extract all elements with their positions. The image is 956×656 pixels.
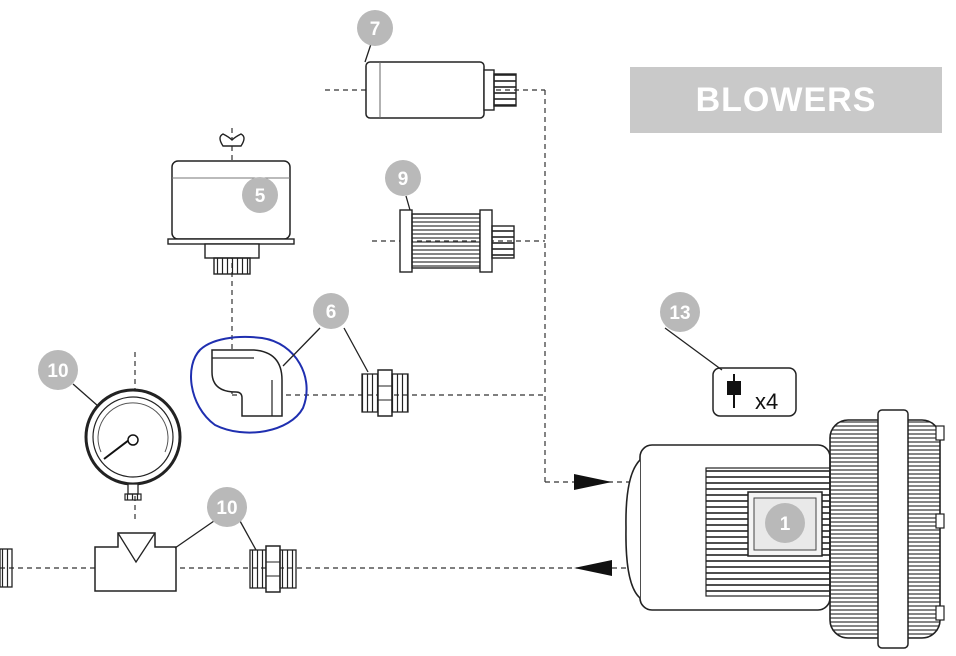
blower-part-1 [625, 409, 945, 649]
silencer-part-7 [365, 61, 517, 119]
callout-1-label: 1 [780, 514, 791, 535]
callout-13: 13 [660, 292, 700, 332]
callout-7-label: 7 [370, 19, 381, 40]
dashed-routing-lines [0, 89, 636, 569]
kit-quantity: x4 [755, 389, 778, 414]
callout-6-label: 6 [326, 302, 337, 323]
callout-9-label: 9 [398, 169, 409, 190]
section-title: BLOWERS [695, 81, 877, 119]
callout-10-gauge: 10 [38, 350, 78, 390]
outlet-arrow [574, 560, 612, 576]
callout-13-label: 13 [669, 303, 690, 324]
hex-nipple-part-6 [361, 369, 409, 417]
callout-5-label: 5 [255, 186, 266, 207]
tee-fitting [94, 532, 177, 592]
callout-6: 6 [313, 293, 349, 329]
callout-10-nipple: 10 [207, 487, 247, 527]
callout-9: 9 [385, 160, 421, 196]
elbow-fitting-part-6 [211, 349, 283, 417]
hex-nipple-part-10 [249, 545, 297, 593]
callout-1: 1 [765, 503, 805, 543]
callout-leader-lines [72, 43, 723, 551]
mounting-hardware-kit-part-13: x4 [712, 367, 797, 417]
callout-7: 7 [357, 10, 393, 46]
inlet-arrow [574, 474, 612, 490]
partial-fitting [0, 548, 13, 588]
inline-filter-part-9 [399, 209, 515, 273]
pressure-gauge-part-10 [84, 388, 182, 501]
callout-5: 5 [242, 177, 278, 213]
callout-10-gauge-label: 10 [47, 361, 68, 382]
callout-10-nipple-label: 10 [216, 498, 237, 519]
highlight-circle [190, 335, 308, 434]
section-banner: BLOWERS [630, 67, 942, 133]
